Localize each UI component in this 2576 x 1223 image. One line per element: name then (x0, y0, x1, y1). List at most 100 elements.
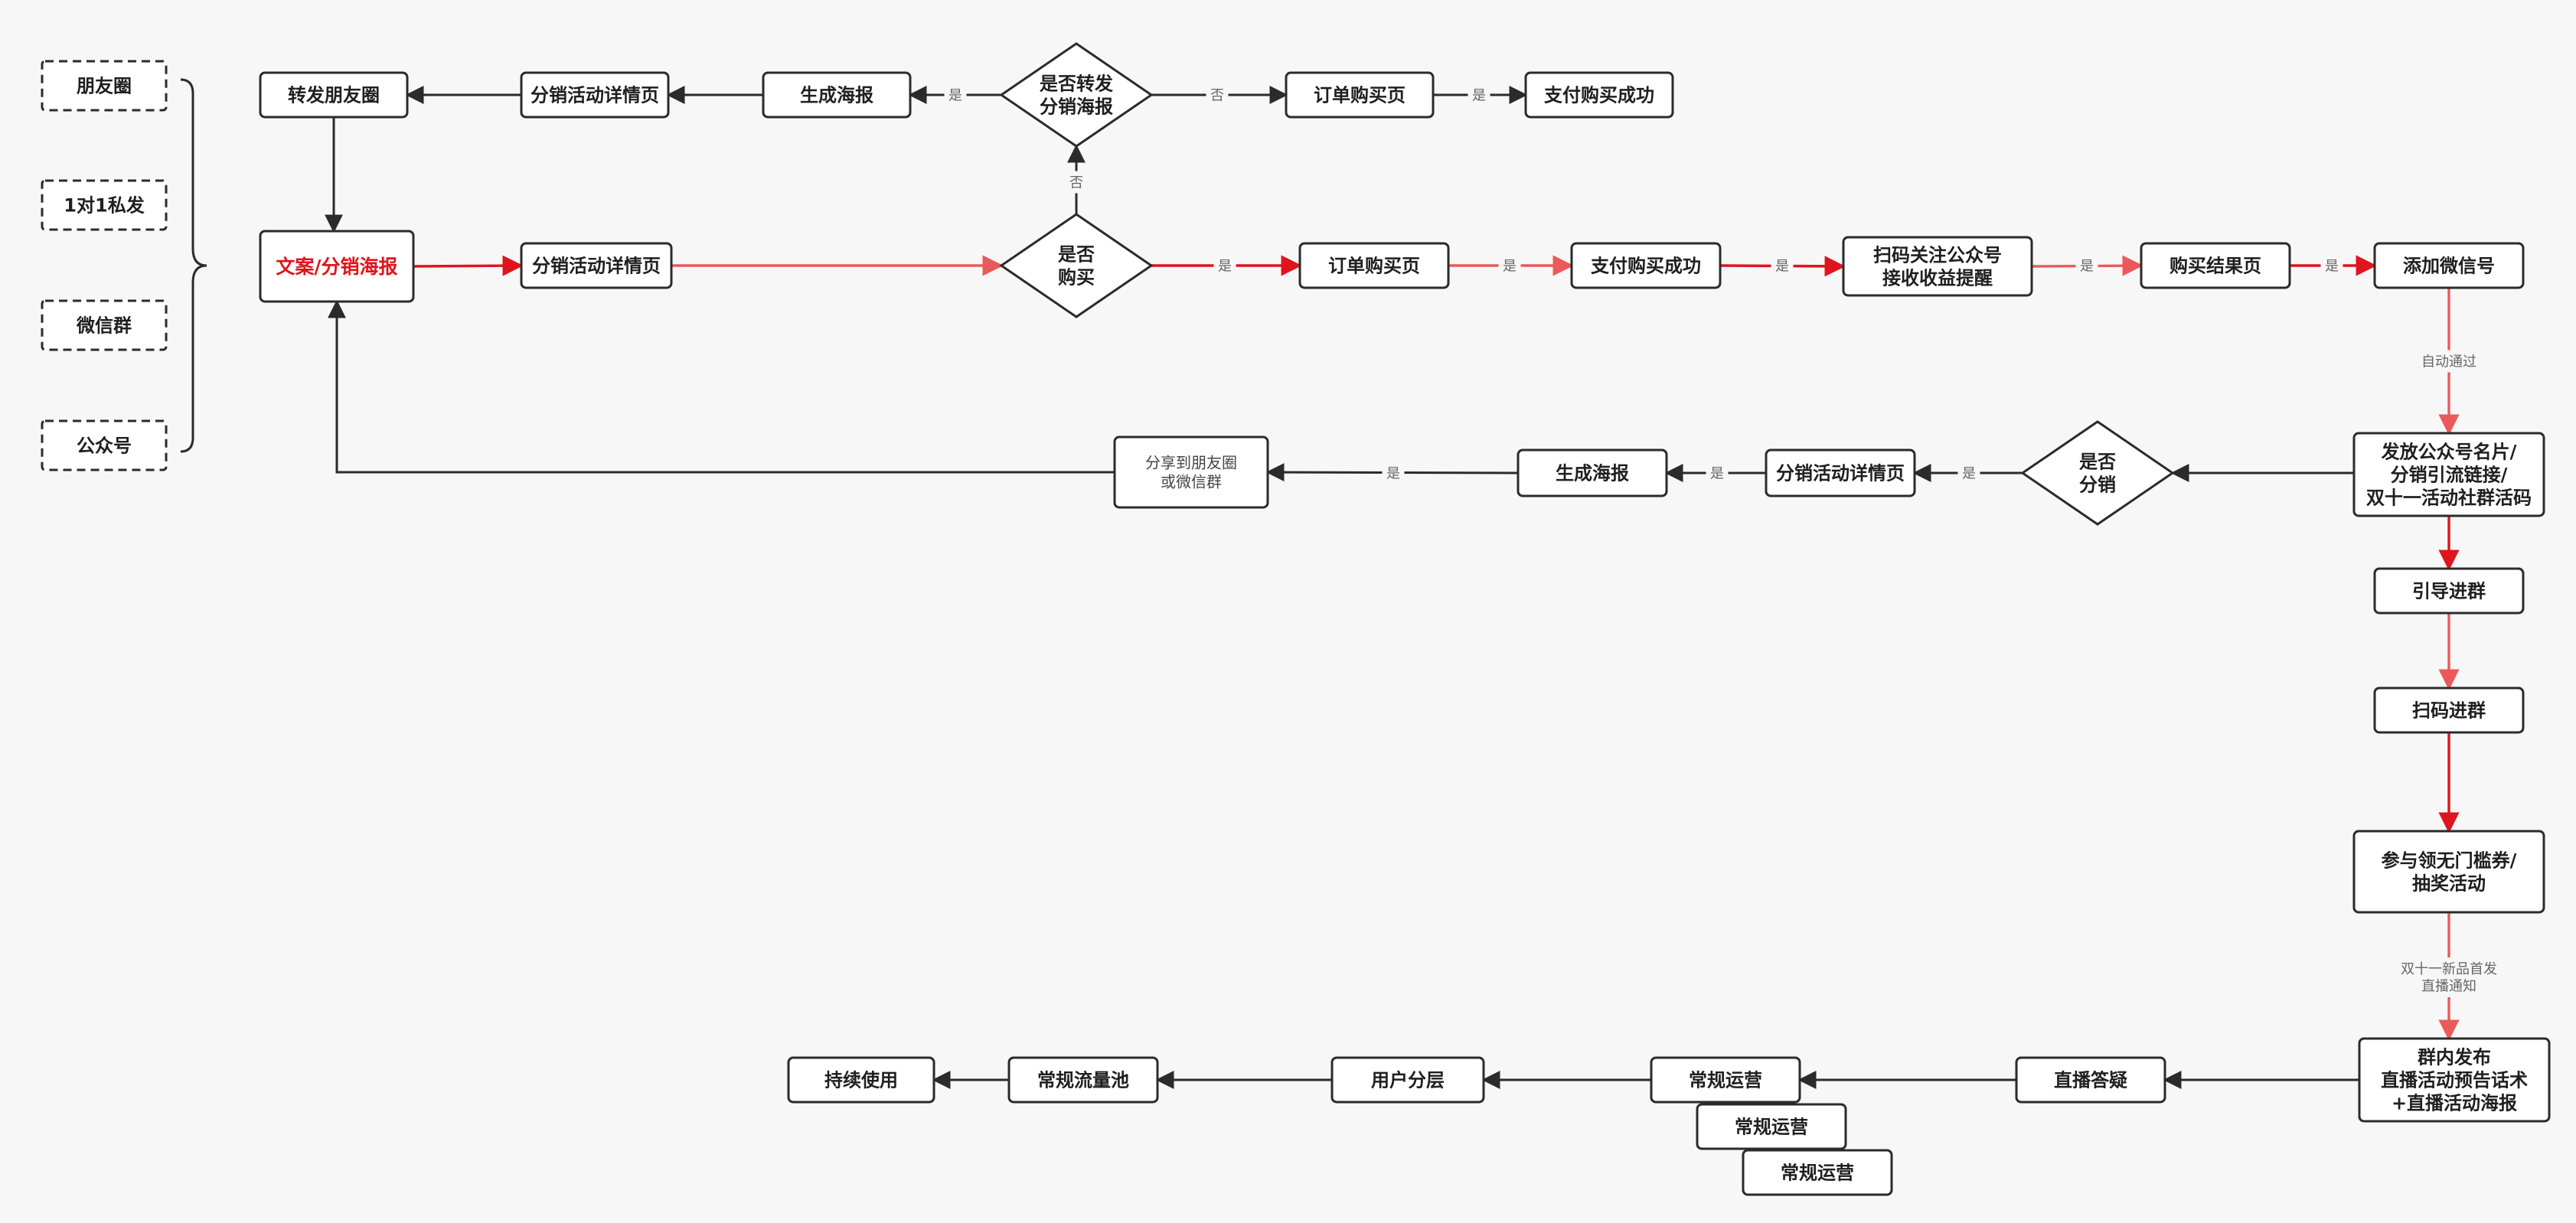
node-ops2[interactable]: 常规运营 (1696, 1103, 1847, 1150)
node-label: 常规运营 (1781, 1163, 1854, 1184)
process-box (1765, 448, 1916, 497)
node-repost[interactable]: 转发朋友圈 (259, 71, 409, 119)
channel-box (41, 299, 168, 351)
decision-diamond (2020, 420, 2175, 526)
edge-label-bg (2320, 254, 2343, 277)
process-box (2015, 1056, 2166, 1104)
edge-label-yes: 是 (1386, 465, 1400, 481)
edge-label-auto-pass: 自动通过 (2421, 354, 2476, 370)
node-detail-low[interactable]: 分销活动详情页 (1765, 448, 1916, 497)
node-detail-mid[interactable]: 分销活动详情页 (520, 242, 673, 289)
node-label: 直播答疑 (2054, 1070, 2127, 1091)
edge-label-yes: 是 (1218, 258, 1232, 274)
process-box (1524, 71, 1674, 119)
node-live-qa[interactable]: 直播答疑 (2015, 1056, 2166, 1104)
edge-label-bg (944, 83, 967, 106)
process-box (2373, 567, 2525, 615)
process-box (2140, 242, 2291, 289)
node-label: 文案/分销海报 (276, 256, 397, 278)
node-label: 生成海报 (1556, 463, 1629, 484)
edge-label-bg (1065, 171, 1088, 194)
edge-label-yes: 是 (1962, 465, 1976, 481)
edge-label-yes: 是 (1710, 465, 1724, 481)
node-send-card[interactable]: 发放公众号名片/分销引流链接/双十一活动社群活码 (2352, 432, 2545, 517)
process-box (1007, 1056, 1159, 1104)
node-ops3[interactable]: 常规运营 (1742, 1149, 1893, 1196)
edge-label-bg (2394, 957, 2504, 997)
node-ask-dist[interactable]: 是否分销 (2020, 420, 2175, 526)
node-follow-oa[interactable]: 扫码关注公众号接收收益提醒 (1842, 236, 2033, 297)
edge-label-bg (1206, 83, 1229, 106)
node-ask-repost[interactable]: 是否转发分销海报 (999, 42, 1154, 148)
node-label: 持续使用 (824, 1070, 898, 1091)
node-label: 用户分层 (1371, 1070, 1445, 1091)
edge-label-bg (1957, 461, 1980, 484)
node-label: 扫码进群 (2412, 700, 2486, 722)
process-box (1570, 242, 1722, 289)
edge-label-yes: 是 (1472, 87, 1486, 103)
node-scan-group[interactable]: 扫码进群 (2373, 687, 2525, 734)
node-pay-mid[interactable]: 支付购买成功 (1570, 242, 1722, 289)
process-box (1696, 1103, 1847, 1150)
node-guide-group[interactable]: 引导进群 (2373, 567, 2525, 615)
node-layer[interactable]: 用户分层 (1330, 1056, 1485, 1104)
node-label: 转发朋友圈 (288, 85, 380, 106)
node-pay-top[interactable]: 支付购买成功 (1524, 71, 1674, 119)
node-label: 引导进群 (2412, 581, 2486, 602)
node-ask-buy[interactable]: 是否购买 (999, 213, 1154, 318)
decision-diamond (999, 42, 1154, 148)
node-label: 支付购买成功 (1591, 256, 1701, 277)
channel-box (41, 419, 168, 471)
node-detail-top[interactable]: 分销活动详情页 (520, 71, 670, 119)
edge-label-bg (2416, 350, 2482, 373)
decision-diamond (999, 213, 1154, 318)
node-publish[interactable]: 群内发布直播活动预告话术+直播活动海报 (2358, 1037, 2551, 1123)
node-pool[interactable]: 常规流量池 (1007, 1056, 1159, 1104)
node-label: 群内发布直播活动预告话术+直播活动海报 (2381, 1047, 2528, 1114)
node-poster-top[interactable]: 生成海报 (762, 71, 912, 119)
edge-share-to-copy-poster (328, 299, 1115, 474)
channel-label: 公众号 (77, 435, 132, 457)
process-box (1298, 242, 1450, 289)
node-result[interactable]: 购买结果页 (2140, 242, 2291, 289)
process-box (1113, 435, 1269, 509)
node-copy-poster[interactable]: 文案/分销海报 (259, 230, 415, 303)
node-label: 分销活动详情页 (531, 85, 659, 106)
node-label: 常规流量池 (1037, 1070, 1129, 1091)
process-box (787, 1056, 935, 1104)
node-label: 支付购买成功 (1544, 85, 1654, 106)
process-box (2373, 242, 2525, 289)
process-box (520, 71, 670, 119)
node-label: 常规运营 (1735, 1117, 1808, 1138)
edge-labels-layer: 是否是否是是是是是自动通过双十一新品首发直播通知是是是 (944, 83, 2504, 997)
node-share[interactable]: 分享到朋友圈或微信群 (1113, 435, 1269, 509)
edge-label-double11: 双十一新品首发直播通知 (2401, 961, 2497, 995)
channel-label: 1对1私发 (64, 195, 144, 217)
process-box (2352, 830, 2545, 914)
node-order-mid[interactable]: 订单购买页 (1298, 242, 1450, 289)
node-label: 生成海报 (800, 85, 873, 106)
edge-label-yes: 是 (1503, 258, 1517, 274)
process-box (259, 71, 409, 119)
edge-label-no: 否 (1210, 87, 1224, 103)
node-poster-low[interactable]: 生成海报 (1517, 448, 1668, 497)
process-box (1742, 1149, 1893, 1196)
process-box (259, 230, 415, 303)
channel-box (41, 179, 168, 231)
node-label: 分销活动详情页 (1776, 463, 1905, 484)
node-keep[interactable]: 持续使用 (787, 1056, 935, 1104)
node-add-wechat[interactable]: 添加微信号 (2373, 242, 2525, 289)
node-coupon[interactable]: 参与领无门槛券/抽奖活动 (2352, 830, 2545, 914)
channel-item: 朋友圈 (41, 60, 168, 112)
node-label: 添加微信号 (2403, 256, 2495, 277)
edge-label-bg (1213, 254, 1236, 277)
node-order-top[interactable]: 订单购买页 (1285, 71, 1435, 119)
process-box (2373, 687, 2525, 734)
channel-item: 微信群 (41, 299, 168, 351)
channel-item: 1对1私发 (41, 179, 168, 231)
node-label: 扫码关注公众号接收收益提醒 (1873, 245, 2002, 289)
node-label: 是否购买 (1058, 244, 1095, 289)
node-label: 发放公众号名片/分销引流链接/双十一活动社群活码 (2366, 442, 2532, 509)
node-ops1[interactable]: 常规运营 (1650, 1056, 1801, 1104)
